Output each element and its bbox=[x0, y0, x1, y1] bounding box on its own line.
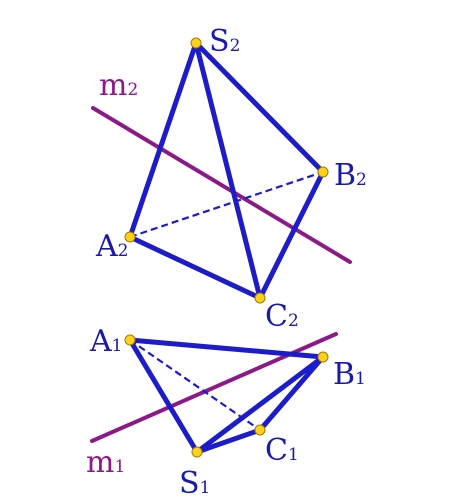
edge-s2-a2 bbox=[127, 40, 199, 240]
label-b1: B1 bbox=[333, 357, 366, 392]
point-c2 bbox=[254, 292, 266, 304]
point-b2 bbox=[317, 166, 329, 178]
label-a2: A2 bbox=[95, 229, 129, 264]
edge-b2-c2 bbox=[257, 169, 326, 301]
point-b1 bbox=[317, 351, 329, 363]
edge-s2-c2 bbox=[193, 40, 263, 301]
label-s1: S1 bbox=[179, 466, 210, 500]
edge-s1-c1 bbox=[194, 427, 263, 455]
edge-s1-b1 bbox=[194, 354, 326, 455]
edge-a2-b2-hidden bbox=[129, 170, 324, 239]
line-m1 bbox=[90, 332, 338, 443]
edge-a2-c2 bbox=[127, 234, 263, 301]
point-c1 bbox=[254, 424, 266, 436]
line-m2 bbox=[91, 106, 352, 264]
point-a2 bbox=[124, 231, 136, 243]
label-c2: C2 bbox=[265, 299, 299, 334]
edge-a1-s1 bbox=[127, 337, 200, 455]
point-s1 bbox=[191, 446, 203, 458]
label-b2: B2 bbox=[334, 158, 367, 193]
label-m1: m1 bbox=[86, 445, 125, 480]
label-c1: C1 bbox=[265, 433, 299, 468]
lower-projection: m1 A1 B1 C1 S1 bbox=[86, 324, 366, 500]
edge-s2-b2 bbox=[193, 40, 326, 175]
label-a1: A1 bbox=[89, 324, 123, 359]
edge-a1-b1 bbox=[127, 337, 326, 360]
label-m2: m2 bbox=[99, 68, 138, 103]
edge-b1-c1 bbox=[257, 354, 326, 433]
edge-a1-c1-hidden bbox=[129, 339, 261, 431]
upper-projection: m2 S2 A2 B2 C2 bbox=[91, 24, 367, 334]
point-a1 bbox=[124, 334, 136, 346]
point-s2 bbox=[190, 37, 202, 49]
label-s2: S2 bbox=[209, 24, 240, 59]
